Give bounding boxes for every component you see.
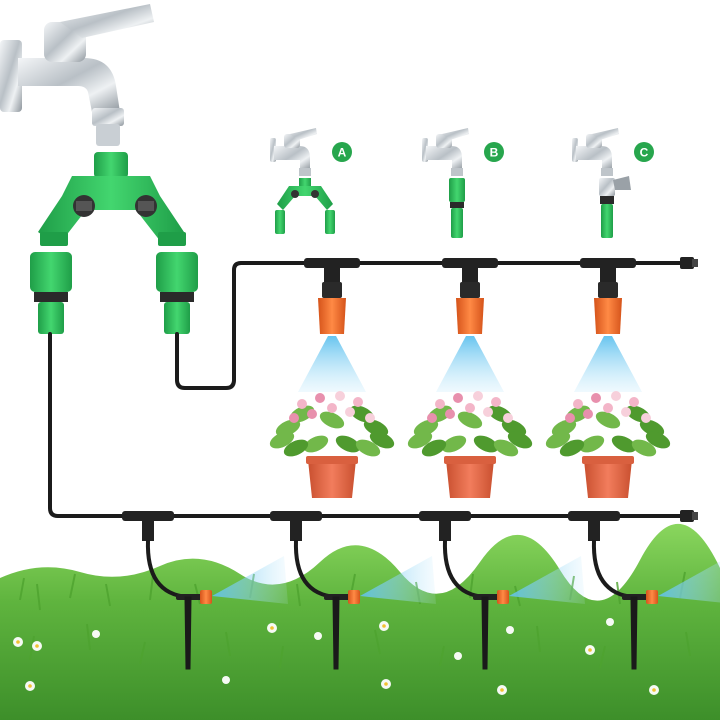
tee-connector-icon (419, 511, 471, 521)
lawn-area (0, 523, 720, 720)
stake-sprinkler-icon (122, 511, 288, 670)
hose-adapter-icon (449, 178, 465, 238)
option-c: C (572, 128, 654, 238)
water-spray (574, 336, 642, 392)
water-spray (658, 561, 720, 603)
option-label: A (338, 146, 347, 160)
faucet-icon (572, 128, 619, 176)
tee-connector-icon (442, 258, 498, 284)
drip-tubing (48, 261, 682, 518)
water-spray (360, 556, 436, 604)
tee-connector-icon (568, 511, 620, 521)
potted-plant-icon (269, 391, 395, 498)
potted-plant-icon (545, 391, 671, 498)
mist-station-3 (545, 258, 671, 498)
option-label: B (490, 146, 499, 160)
tee-connector-icon (270, 511, 322, 521)
y-splitter-icon (38, 152, 186, 246)
hose-connector-right (156, 252, 198, 334)
mist-nozzle-icon (594, 282, 622, 334)
stake-sprinkler-icon (419, 511, 585, 670)
faucet-icon (0, 4, 154, 146)
hose-connector-left (30, 252, 72, 334)
stake-sprinkler-icon (568, 511, 720, 670)
faucet-icon (422, 128, 469, 176)
tee-connector-icon (580, 258, 636, 284)
water-spray (212, 556, 288, 604)
tee-connector-icon (304, 258, 360, 284)
end-plug-icon (680, 257, 698, 269)
mist-station-1 (269, 258, 395, 498)
stake-sprinkler-icon (270, 511, 436, 670)
option-badge-c: C (634, 142, 654, 162)
option-label: C (640, 146, 649, 160)
option-b: B (422, 128, 504, 238)
end-plug-icon (680, 510, 698, 522)
valve-adapter-icon (599, 176, 631, 238)
tee-connector-icon (122, 511, 174, 521)
option-badge-a: A (332, 142, 352, 162)
mist-nozzle-icon (318, 282, 346, 334)
option-badge-b: B (484, 142, 504, 162)
mist-nozzle-icon (456, 282, 484, 334)
potted-plant-icon (407, 391, 533, 498)
water-spray (298, 336, 366, 392)
water-spray (509, 556, 585, 604)
option-a: A (270, 128, 352, 234)
y-splitter-icon (275, 178, 335, 234)
faucet-icon (270, 128, 317, 176)
mist-station-2 (407, 258, 533, 498)
water-spray (436, 336, 504, 392)
